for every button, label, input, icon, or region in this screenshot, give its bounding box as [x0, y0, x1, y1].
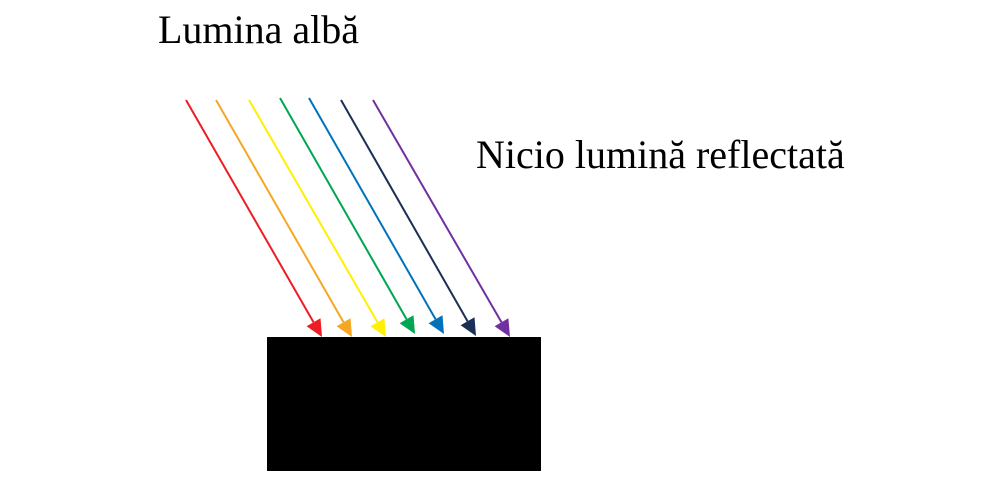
- ray-green: [279, 97, 408, 320]
- ray-red-arrowhead: [306, 318, 322, 337]
- ray-violet: [372, 99, 503, 323]
- ray-orange-arrowhead: [336, 318, 352, 337]
- ray-orange: [215, 99, 345, 323]
- ray-navy-arrowhead: [460, 317, 476, 336]
- ray-blue-arrowhead: [428, 315, 444, 334]
- white-light-label: Lumina albă: [158, 7, 360, 52]
- ray-blue: [308, 97, 437, 320]
- ray-navy: [340, 99, 469, 322]
- ray-red: [185, 99, 315, 323]
- black-surface: [267, 337, 541, 471]
- no-reflected-light-label: Nicio lumină reflectată: [476, 132, 845, 177]
- light-rays: [185, 97, 510, 337]
- ray-green-arrowhead: [399, 315, 415, 334]
- ray-yellow: [248, 99, 379, 323]
- ray-yellow-arrowhead: [370, 318, 386, 337]
- ray-violet-arrowhead: [494, 318, 510, 337]
